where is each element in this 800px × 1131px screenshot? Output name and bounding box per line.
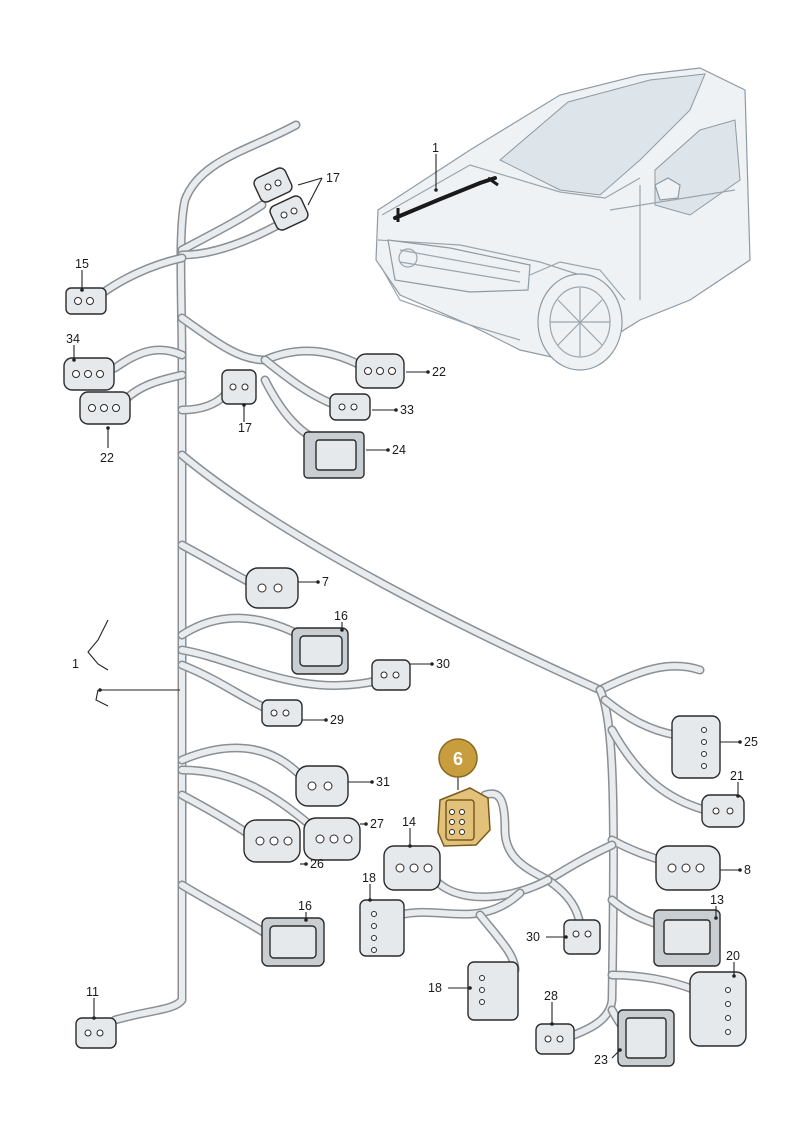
connector-16-upper: [291, 627, 349, 675]
connector-18-upper: [359, 899, 405, 957]
connector-25: [671, 715, 721, 779]
connector-15: [65, 287, 107, 315]
connector-20: [689, 971, 747, 1047]
callout-22-left: 22: [100, 451, 114, 465]
callout-22-right: 22: [432, 365, 446, 379]
connector-33: [329, 393, 371, 421]
callout-28: 28: [544, 989, 558, 1003]
callout-33: 33: [400, 403, 414, 417]
connector-28: [535, 1023, 575, 1055]
connector-17-top-b: [269, 195, 309, 231]
callout-14: 14: [402, 815, 416, 829]
connector-34: [63, 357, 115, 391]
connectors: [63, 167, 747, 1067]
connector-23: [617, 1009, 675, 1067]
connector-30-lower: [563, 919, 601, 955]
callout-18-lower: 18: [428, 981, 442, 995]
connector-22-left: [79, 391, 131, 425]
connector-24: [303, 431, 365, 479]
callout-34: 34: [66, 332, 80, 346]
callout-1-car: 1: [432, 141, 439, 155]
callout-8: 8: [744, 863, 751, 877]
connector-13: [653, 909, 721, 967]
connector-31: [295, 765, 349, 807]
callout-16-upper: 16: [334, 609, 348, 623]
callout-15: 15: [75, 257, 89, 271]
callout-13: 13: [710, 893, 724, 907]
connector-16-lower: [261, 917, 325, 967]
callout-24: 24: [392, 443, 406, 457]
callout-25: 25: [744, 735, 758, 749]
vehicle-illustration: [375, 67, 751, 371]
connector-29: [261, 699, 303, 727]
part-6-badge[interactable]: 6: [438, 738, 478, 778]
callout-26: 26: [310, 857, 324, 871]
callout-27: 27: [370, 817, 384, 831]
connector-8: [655, 845, 721, 891]
connector-11: [75, 1017, 117, 1049]
connector-26: [243, 819, 301, 863]
connector-7: [245, 567, 299, 609]
leader-lines: [72, 154, 742, 1059]
callout-1-bracket: 1: [72, 657, 79, 671]
callout-18-upper: 18: [362, 871, 376, 885]
harness-wires: [95, 120, 710, 1045]
connector-17-top-a: [253, 167, 293, 203]
connector-22-right: [355, 353, 405, 389]
callout-21: 21: [730, 769, 744, 783]
connector-21: [701, 794, 745, 828]
callout-30-lower: 30: [526, 930, 540, 944]
callout-29: 29: [330, 713, 344, 727]
callout-20: 20: [726, 949, 740, 963]
callout-7: 7: [322, 575, 329, 589]
callout-23: 23: [594, 1053, 608, 1067]
callout-31: 31: [376, 775, 390, 789]
callout-16-lower: 16: [298, 899, 312, 913]
connector-27: [303, 817, 361, 861]
callout-17-top: 17: [326, 171, 340, 185]
highlighted-connector-6: [437, 787, 491, 847]
callout-labels: 1 17 15 34 22 17 22 33 24 7 16 1 30 29 3…: [66, 141, 758, 1067]
connector-18-lower: [467, 961, 519, 1021]
connector-17-mid: [221, 369, 257, 405]
callout-17-mid: 17: [238, 421, 252, 435]
connector-30-upper: [371, 659, 411, 691]
callout-30-upper: 30: [436, 657, 450, 671]
connector-14: [383, 845, 441, 891]
callout-11: 11: [86, 985, 99, 999]
part-6-badge-label: 6: [453, 749, 463, 769]
